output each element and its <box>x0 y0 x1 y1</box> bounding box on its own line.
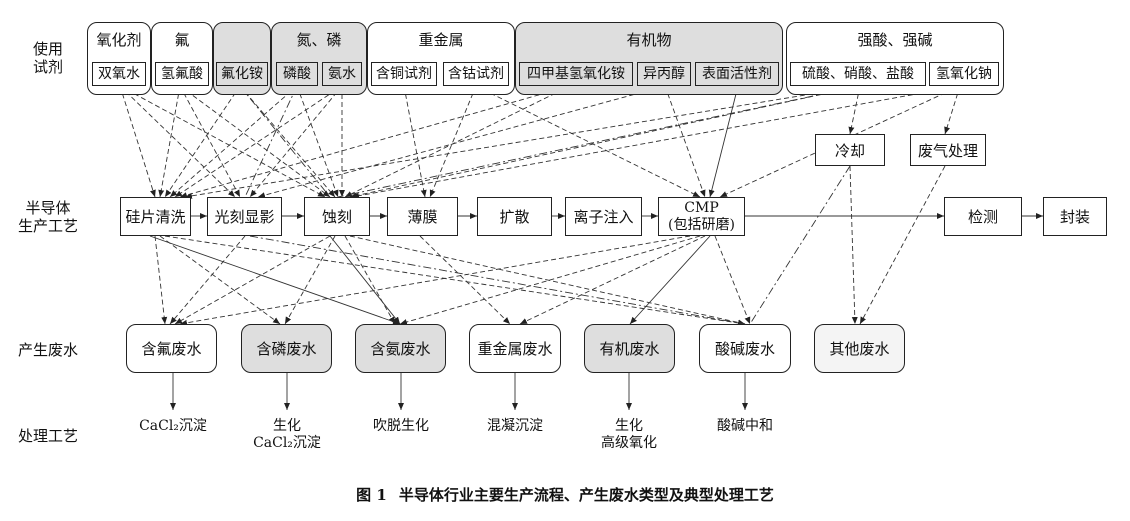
treatment-ammonia: 吹脱生化 <box>373 418 429 434</box>
process-to-waste-links <box>154 165 946 326</box>
reagent-isopropanol: 异丙醇 <box>637 62 691 86</box>
row-label-process: 半导体生产工艺 <box>17 199 78 235</box>
row-label-reagents: 使用试剂 <box>32 40 63 76</box>
figure-caption: 图 1 半导体行业主要生产流程、产生废水类型及典型处理工艺 <box>0 484 1130 505</box>
process-cmp: CMP(包括研磨) <box>658 197 745 236</box>
reagent-surfactant: 表面活性剂 <box>695 62 779 86</box>
aux-exhaust-treatment: 废气处理 <box>910 134 986 166</box>
aux-cooling: 冷却 <box>815 134 885 166</box>
process-etching: 蚀刻 <box>304 197 370 236</box>
reagent-tmah: 四甲基氢氧化铵 <box>519 62 633 86</box>
waste-ammonia: 含氨废水 <box>355 324 446 373</box>
reagent-to-process-links <box>119 85 961 199</box>
process-ion-implantation: 离子注入 <box>565 197 642 236</box>
reagent-phosphoric-acid: 磷酸 <box>276 62 318 86</box>
group-organic-title: 有机物 <box>626 31 672 49</box>
figure-title: 半导体行业主要生产流程、产生废水类型及典型处理工艺 <box>398 486 774 504</box>
process-packaging: 封装 <box>1043 197 1107 236</box>
reagent-ammonium-fluoride: 氟化铵 <box>216 62 268 86</box>
waste-to-treatment-arrows <box>170 373 748 410</box>
group-oxidant-title: 氧化剂 <box>96 31 142 49</box>
reagent-hydrogen-peroxide: 双氧水 <box>92 62 146 86</box>
reagent-sulfuric-nitric-hydrochloric: 硫酸、硝酸、盐酸 <box>790 62 926 86</box>
reagent-hydrofluoric-acid: 氢氟酸 <box>155 62 209 86</box>
treatment-acid-base: 酸碱中和 <box>717 418 773 434</box>
waste-other: 其他废水 <box>814 324 905 373</box>
waste-heavy-metal: 重金属废水 <box>469 324 561 373</box>
row-label-treatment: 处理工艺 <box>17 427 78 445</box>
process-inspection: 检测 <box>944 197 1022 236</box>
waste-fluoride: 含氟废水 <box>126 324 217 373</box>
treatment-heavy-metal: 混凝沉淀 <box>487 418 543 434</box>
group-heavy-metal-title: 重金属 <box>418 31 464 49</box>
waste-organic: 有机废水 <box>584 324 675 373</box>
group-fluorine-title: 氟 <box>174 31 190 49</box>
figure-number: 图 1 <box>356 486 387 504</box>
reagent-ammonia-water: 氨水 <box>322 62 362 86</box>
reagent-extra-links <box>239 85 861 198</box>
group-strong-acid-base-title: 强酸、强碱 <box>857 31 933 49</box>
process-lithography: 光刻显影 <box>207 197 282 236</box>
reagent-copper: 含铜试剂 <box>371 62 437 86</box>
waste-phosphorus: 含磷废水 <box>241 324 332 373</box>
group-nitrogen-phosphorus-title: 氮、磷 <box>296 31 342 49</box>
process-thin-film: 薄膜 <box>387 197 458 236</box>
reagent-cobalt: 含钴试剂 <box>443 62 509 86</box>
process-to-waste-dashdot <box>249 165 851 325</box>
waste-acid-base: 酸碱废水 <box>699 324 791 373</box>
treatment-fluoride: CaCl₂沉淀 <box>139 418 207 434</box>
process-to-waste-solid <box>149 235 711 325</box>
process-wafer-cleaning: 硅片清洗 <box>120 197 191 236</box>
treatment-organic: 生化高级氧化 <box>601 418 657 451</box>
reagent-sodium-hydroxide: 氢氧化钠 <box>929 62 999 86</box>
row-label-waste: 产生废水 <box>17 341 78 359</box>
process-diffusion: 扩散 <box>477 197 552 236</box>
